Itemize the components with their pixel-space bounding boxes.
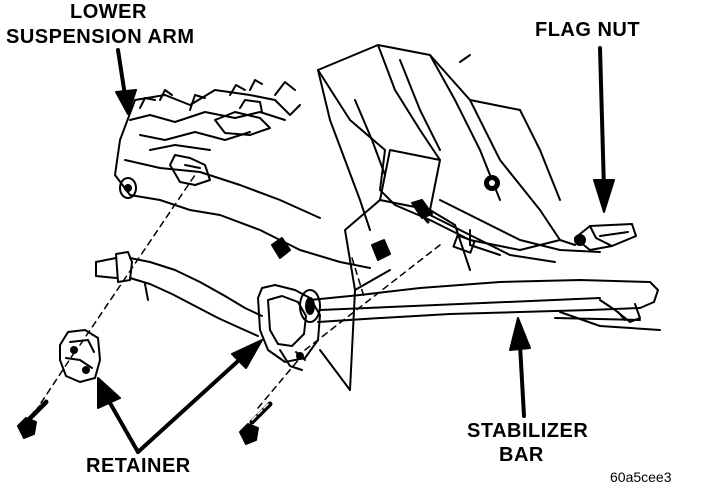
callout-arrows — [97, 46, 615, 454]
lower-suspension-arm — [114, 79, 391, 269]
left-bolt — [17, 399, 49, 439]
left-retainer — [59, 329, 101, 383]
center-bolt — [239, 401, 273, 445]
center-bushing-retainer — [257, 284, 321, 371]
lower-suspension-arm-label-line1: LOWER — [70, 1, 147, 23]
retainer-label: RETAINER — [86, 455, 191, 477]
flag-nut — [574, 223, 637, 251]
stabilizer-bar — [95, 251, 661, 337]
alignment-lines — [34, 174, 441, 413]
flag-nut-label: FLAG NUT — [535, 19, 641, 41]
frame-structure — [317, 44, 601, 391]
stabilizer-bar-label-line2: BAR — [499, 444, 544, 466]
stabilizer-bar-label-line1: STABILIZER — [467, 420, 589, 442]
figure-code: 60a5cee3 — [610, 469, 672, 485]
lower-suspension-arm-label-line2: SUSPENSION ARM — [6, 26, 195, 48]
